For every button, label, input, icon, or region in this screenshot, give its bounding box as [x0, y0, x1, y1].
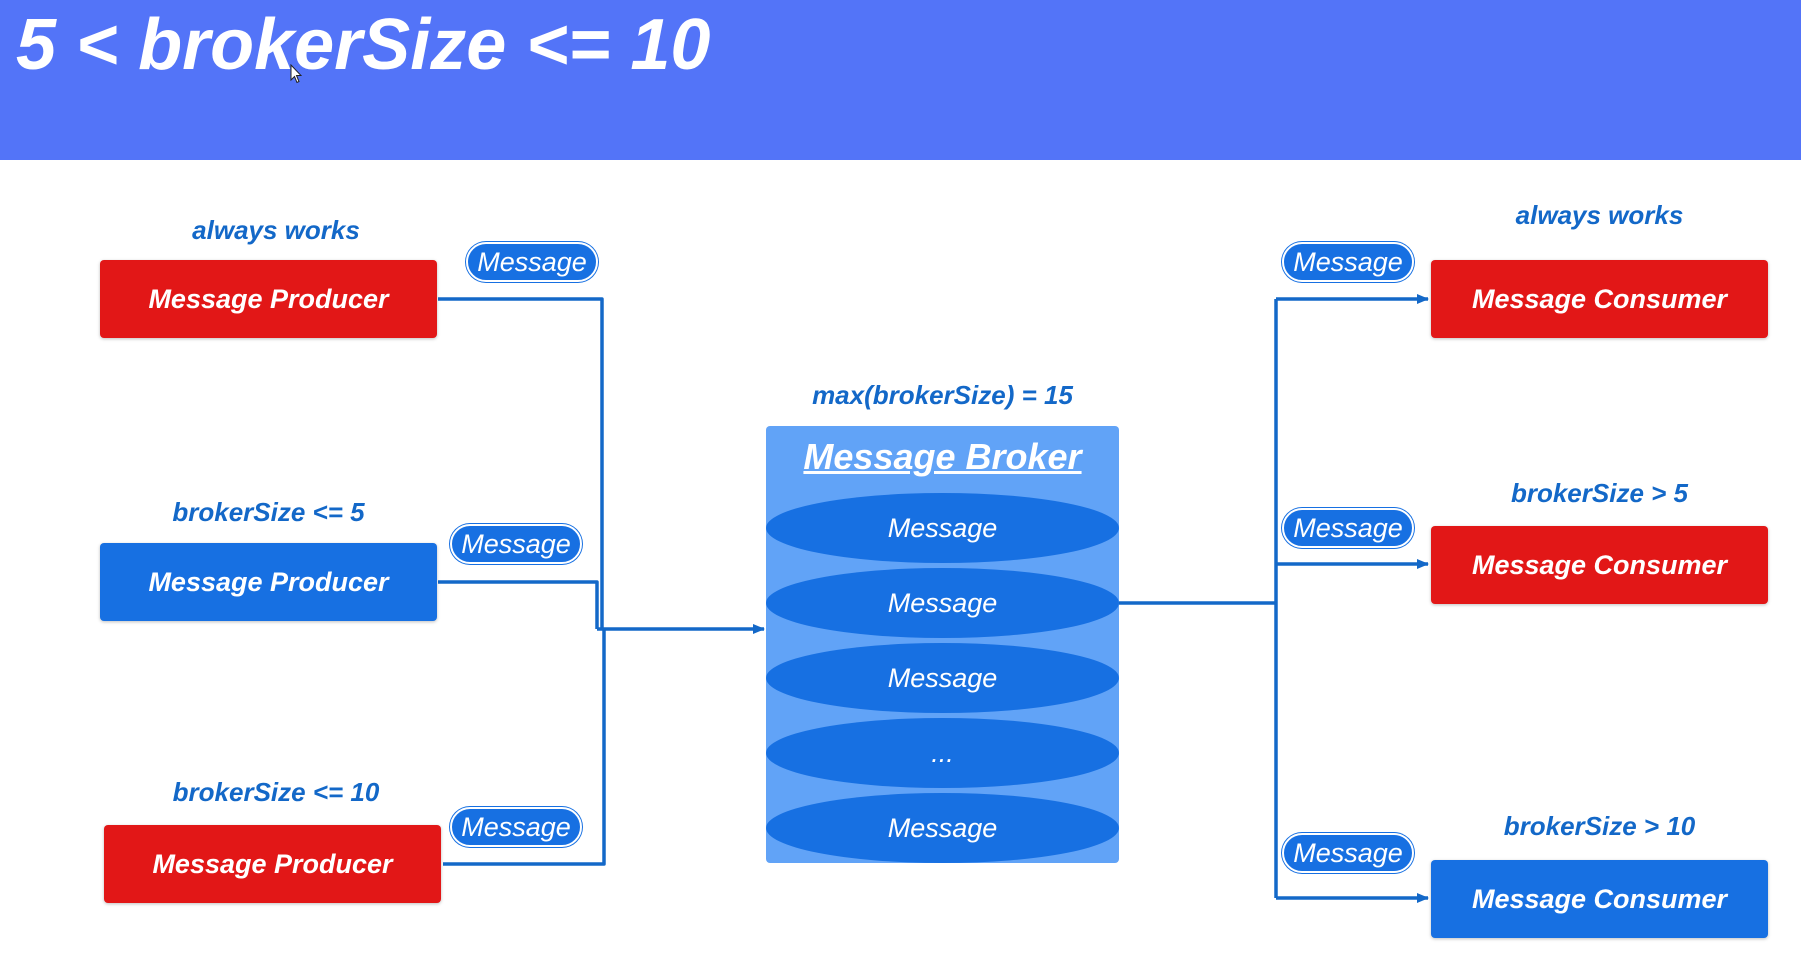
producer-3-message: Message [450, 807, 582, 847]
producer-3-box[interactable]: Message Producer [104, 825, 441, 903]
connector-producer-1 [438, 297, 604, 629]
consumer-2-box[interactable]: Message Consumer [1431, 526, 1768, 604]
broker-title: Message Broker [803, 436, 1082, 477]
consumer-3-box[interactable]: Message Consumer [1431, 860, 1768, 938]
broker-slot-3: Message [766, 643, 1119, 713]
producer-2-box[interactable]: Message Producer [100, 543, 437, 621]
consumer-1-condition: always works [1515, 200, 1684, 230]
broker-slot-4: ... [766, 718, 1119, 788]
broker-slot-1: Message [766, 493, 1119, 563]
message-broker[interactable]: Message Broker Message Message Message .… [766, 426, 1119, 863]
producer-3-condition: brokerSize <= 10 [172, 777, 380, 807]
producer-1-message: Message [466, 242, 598, 282]
mouse-cursor-icon [290, 64, 302, 84]
consumer-3-message: Message [1282, 833, 1414, 873]
producer-1-box[interactable]: Message Producer [100, 260, 437, 338]
broker-slot-5: Message [766, 793, 1119, 863]
producer-2-condition: brokerSize <= 5 [172, 497, 365, 527]
connector-producer-3 [443, 629, 606, 866]
consumer-1-message: Message [1282, 242, 1414, 282]
consumer-2-message: Message [1282, 508, 1414, 548]
slide-title: 5 < brokerSize <= 10 [16, 5, 711, 85]
producer-2-message: Message [450, 524, 582, 564]
consumer-1-box[interactable]: Message Consumer [1431, 260, 1768, 338]
broker-capacity-label: max(brokerSize) = 15 [812, 380, 1073, 410]
slide-header: 5 < brokerSize <= 10 [0, 0, 1801, 160]
connector-producer-2 [438, 580, 599, 629]
consumer-2-condition: brokerSize > 5 [1510, 478, 1689, 508]
producer-1-condition: always works [192, 215, 360, 245]
broker-slot-2: Message [766, 568, 1119, 638]
consumer-3-condition: brokerSize > 10 [1503, 811, 1696, 841]
